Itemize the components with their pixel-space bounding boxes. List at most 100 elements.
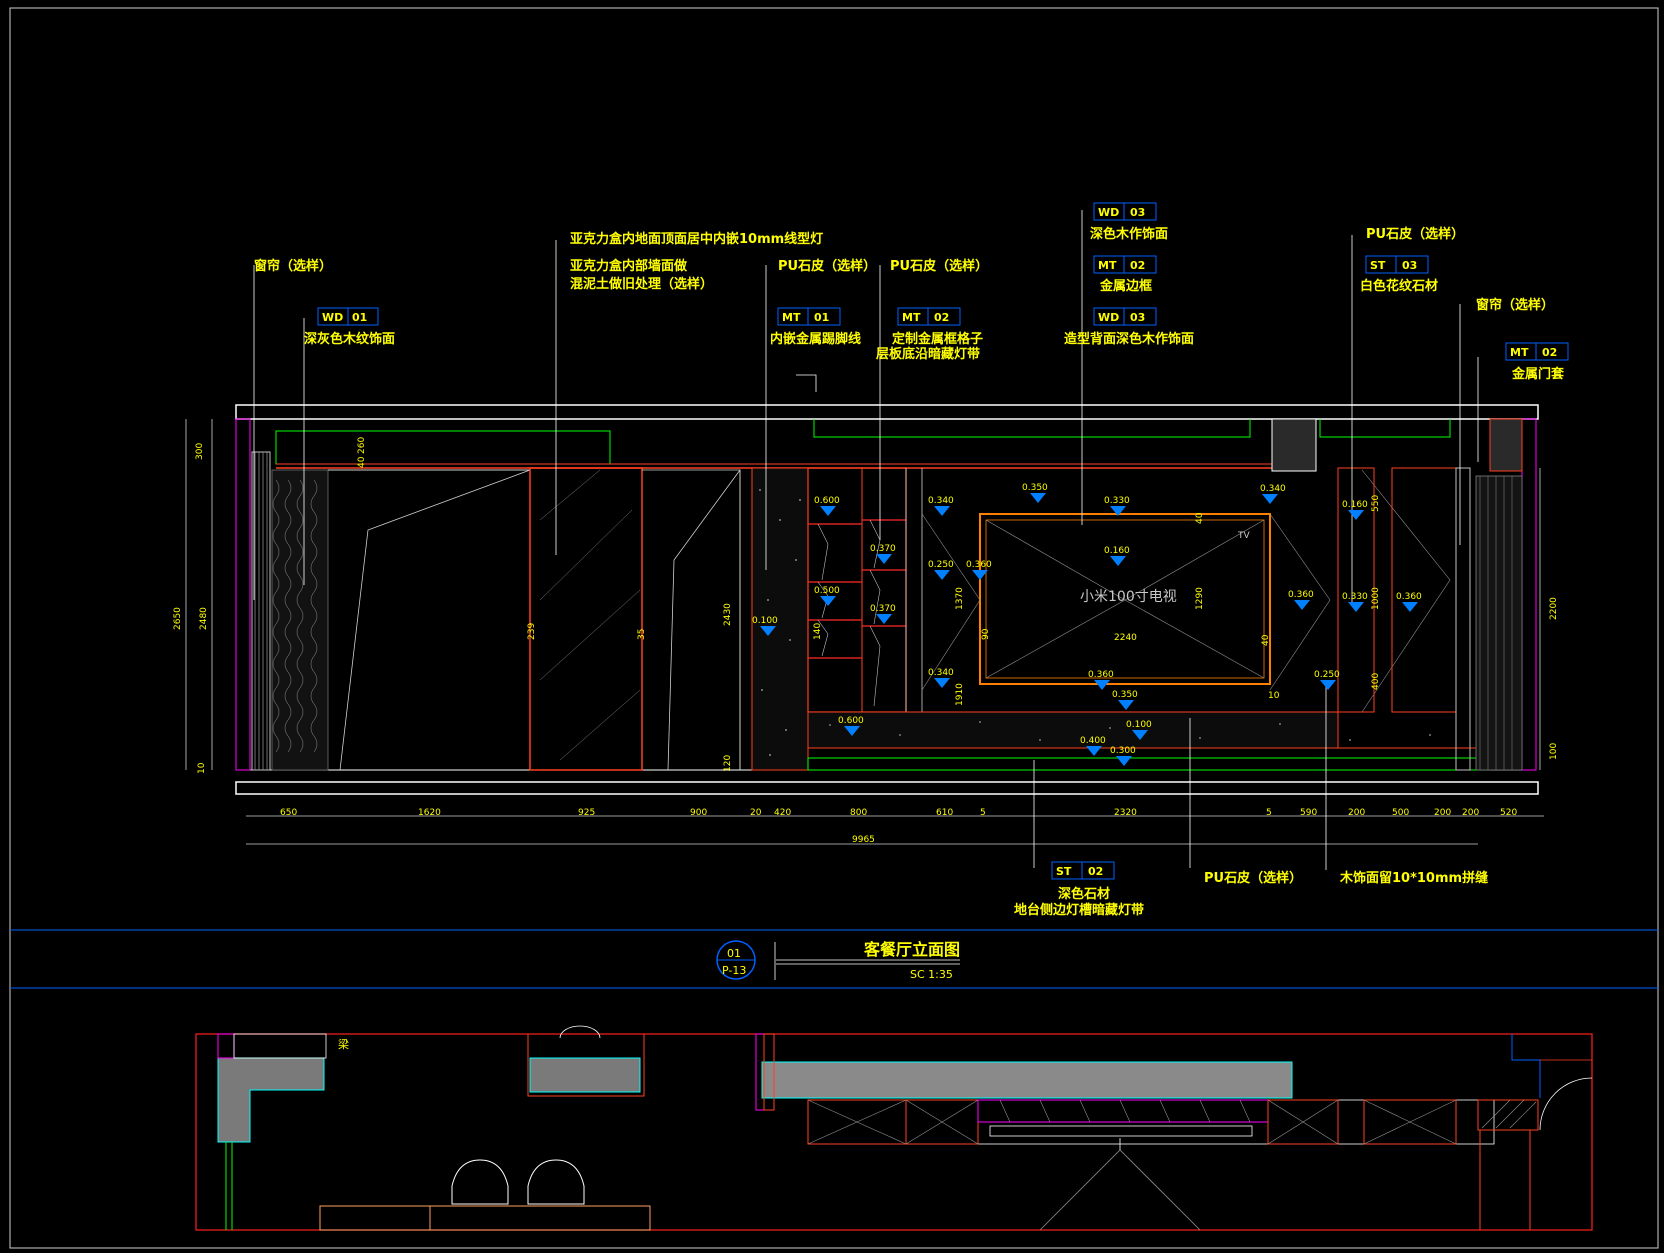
chair xyxy=(527,1159,585,1205)
level-mark: 0.350 xyxy=(1112,690,1138,700)
level-mark: 0.100 xyxy=(1126,720,1152,730)
level-mark: 0.340 xyxy=(1260,484,1286,494)
dim-misc: 90 xyxy=(981,628,991,640)
label-wd03-back: 造型背面深色木作饰面 xyxy=(1064,331,1194,347)
ceiling-slab xyxy=(235,404,1539,420)
label-acrylic-box: 亚克力盒内地面顶面居中内嵌10mm线型灯 xyxy=(570,231,823,247)
label-acrylic-wall-2: 混泥土做旧处理（选样） xyxy=(570,276,713,292)
plan-boundary xyxy=(195,1033,1593,1231)
tag-num: 03 xyxy=(1130,311,1145,324)
dim-bottom: 610 xyxy=(936,808,953,818)
floor-slab xyxy=(235,781,1539,795)
level-mark: 0.600 xyxy=(838,716,864,726)
tag-code: ST xyxy=(1370,259,1386,272)
tag-code: MT xyxy=(782,311,801,324)
label-st02-light: 地台侧边灯槽暗藏灯带 xyxy=(1014,902,1144,918)
dim-left: 10 xyxy=(197,762,207,774)
dim-bottom: 5 xyxy=(980,808,986,818)
level-mark: 0.160 xyxy=(1104,546,1130,556)
tag-code: MT xyxy=(902,311,921,324)
level-mark: 0.500 xyxy=(814,586,840,596)
label-wd01: 深灰色木纹饰面 xyxy=(304,331,395,347)
label-pu-leather-1: PU石皮（选样） xyxy=(778,258,876,274)
level-mark: 0.340 xyxy=(928,496,954,506)
level-markers xyxy=(760,493,1418,766)
level-mark: 0.250 xyxy=(928,560,954,570)
dim-misc: 1290 xyxy=(1195,587,1205,610)
label-wd03-top: 深色木作饰面 xyxy=(1090,226,1168,242)
dim-bottom: 925 xyxy=(578,808,595,818)
level-mark: 0.100 xyxy=(752,616,778,626)
wood-panel-left xyxy=(271,469,329,771)
tag-num: 02 xyxy=(1130,259,1145,272)
tag-num: 03 xyxy=(1402,259,1417,272)
tag-code: WD xyxy=(1098,206,1119,219)
tag-code: ST xyxy=(1056,865,1072,878)
level-mark: 0.160 xyxy=(1342,500,1368,510)
dim-total: 9965 xyxy=(852,835,875,845)
dim-misc: 10 xyxy=(1268,691,1280,701)
level-mark: 0.370 xyxy=(870,544,896,554)
label-mt02-grid: 定制金属框格子 xyxy=(891,331,983,347)
level-mark: 0.250 xyxy=(1314,670,1340,680)
tv-mark: TV xyxy=(1237,531,1250,541)
drawing-title: 客餐厅立面图 xyxy=(864,940,960,959)
dim-bottom: 200 xyxy=(1462,808,1479,818)
dim-left: 2650 xyxy=(173,607,183,630)
dim-misc: 2430 xyxy=(723,603,733,626)
level-mark: 0.360 xyxy=(1288,590,1314,600)
tag-code: MT xyxy=(1098,259,1117,272)
dim-bottom: 800 xyxy=(850,808,867,818)
dim-misc: 35 xyxy=(637,629,647,640)
tag-code: WD xyxy=(1098,311,1119,324)
label-mt01: 内嵌金属踢脚线 xyxy=(770,331,861,347)
dim-left: 260 xyxy=(357,437,367,454)
dim-bottom: 520 xyxy=(1500,808,1517,818)
left-wall xyxy=(235,418,251,771)
dim-bottom: 590 xyxy=(1300,808,1317,818)
level-mark: 0.370 xyxy=(870,604,896,614)
dim-misc: 100 xyxy=(1549,743,1559,760)
dim-misc: 120 xyxy=(723,755,733,772)
tv-frame xyxy=(979,513,1271,685)
tag-num: 01 xyxy=(352,311,367,324)
dim-left: 2480 xyxy=(199,607,209,630)
level-mark: 0.600 xyxy=(814,496,840,506)
dim-misc: 2240 xyxy=(1114,633,1137,643)
chair xyxy=(451,1159,509,1205)
tv-label: 小米100寸电视 xyxy=(1080,589,1177,605)
dim-misc: 40 xyxy=(1261,634,1271,646)
level-mark: 0.360 xyxy=(1088,670,1114,680)
label-st03: 白色花纹石材 xyxy=(1360,278,1438,294)
elevation-view xyxy=(185,210,1544,870)
dim-bottom: 420 xyxy=(774,808,791,818)
plan-tv-wall xyxy=(761,1061,1293,1099)
tag-code: MT xyxy=(1510,346,1529,359)
level-mark: 0.340 xyxy=(928,668,954,678)
acrylic-box xyxy=(529,467,643,771)
tag-num: 02 xyxy=(934,311,949,324)
level-mark: 0.300 xyxy=(1110,746,1136,756)
dim-bottom: 20 xyxy=(750,808,762,818)
level-mark: 0.360 xyxy=(1396,592,1422,602)
tag-num: 02 xyxy=(1088,865,1103,878)
level-mark: 0.400 xyxy=(1080,736,1106,746)
dim-bottom: 200 xyxy=(1434,808,1451,818)
dim-misc: 1910 xyxy=(955,683,965,706)
label-acrylic-wall-1: 亚克力盒内部墙面做 xyxy=(570,258,687,274)
level-mark: 0.360 xyxy=(966,560,992,570)
label-mt02-light: 层板底沿暗藏灯带 xyxy=(876,346,980,362)
tag-num: 03 xyxy=(1130,206,1145,219)
dim-misc: 1370 xyxy=(955,587,965,610)
drawing-scale: SC 1:35 xyxy=(910,968,953,981)
label-mt02-door: 金属门套 xyxy=(1511,366,1565,382)
dim-misc: 1000 xyxy=(1371,587,1381,610)
label-st02-stone: 深色石材 xyxy=(1058,886,1110,902)
label-curtain-right: 窗帘（选样） xyxy=(1476,297,1554,313)
label-pu-leather-right: PU石皮（选样） xyxy=(1366,226,1464,242)
dim-bottom: 900 xyxy=(690,808,707,818)
level-mark: 0.330 xyxy=(1342,592,1368,602)
dim-misc: 2200 xyxy=(1549,597,1559,620)
sheet-border xyxy=(9,7,1659,1249)
